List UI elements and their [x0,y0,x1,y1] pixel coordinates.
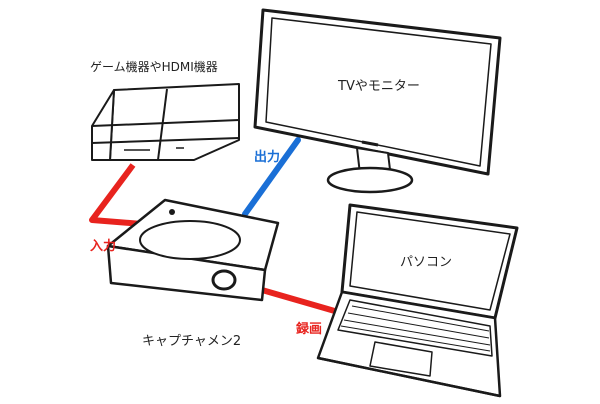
monitor-label: TVやモニター [338,79,420,94]
record-connection-label: 録画 [296,322,323,337]
capture-device-label: キャプチャメン2 [142,334,242,349]
laptop-illustration [316,203,519,398]
game-console-illustration [91,83,240,161]
pc-label: パソコン [400,255,453,270]
capture-device-illustration [106,198,280,302]
input-connection-label: 入力 [90,239,117,254]
monitor-illustration [253,8,502,194]
output-cable [242,137,301,217]
game-device-label: ゲーム機器やHDMI機器 [90,60,218,74]
input-cable [89,163,143,227]
output-connection-label: 出力 [254,150,281,165]
